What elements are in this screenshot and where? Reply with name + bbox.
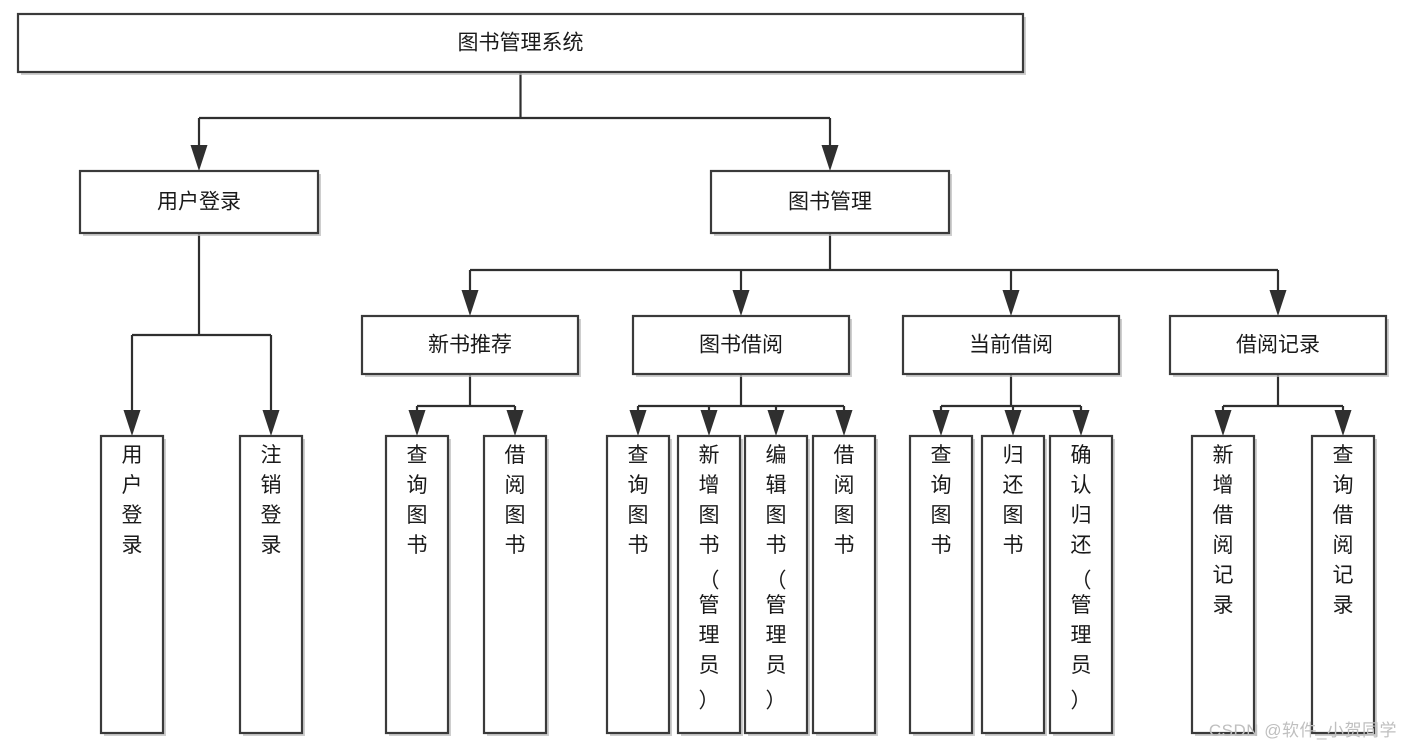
node-label: 图书管理系统 [458,32,584,55]
node-box[interactable] [631,314,851,376]
node-label: 归还图书 [1003,444,1024,557]
node-label: 确认归还（管理员） [1071,444,1092,713]
arrow-head-icon [835,410,853,436]
node-box[interactable] [1168,314,1388,376]
node-box[interactable] [811,434,877,735]
arrow-head-icon [629,410,647,436]
node-box[interactable] [1048,434,1114,735]
node-box[interactable] [1310,434,1376,735]
node-label: 用户登录 [122,444,143,557]
node-label: 当前借阅 [969,334,1053,357]
node-box[interactable] [605,434,671,735]
arrow-head-icon [1002,290,1020,316]
arrow-head-icon [461,290,479,316]
node-label: 新书推荐 [428,334,512,357]
node-borrow-record[interactable]: 借阅记录 [1168,314,1389,377]
node-leaf-borrow-book-2[interactable]: 借阅图书 [811,434,878,736]
node-label: 查询图书 [628,444,649,557]
arrow-head-icon [700,410,718,436]
node-label: 查询图书 [407,444,428,557]
node-book-borrow[interactable]: 图书借阅 [631,314,852,377]
node-label: 借阅图书 [505,444,526,557]
node-box[interactable] [384,434,450,735]
node-label: 查询借阅记录 [1333,444,1354,617]
arrow-head-icon [506,410,524,436]
connectors-layer [123,72,1352,436]
node-label: 用户登录 [157,191,241,214]
arrow-head-icon [1004,410,1022,436]
arrow-head-icon [408,410,426,436]
node-label: 新增图书（管理员） [699,444,720,713]
arrow-head-icon [123,410,141,436]
node-user-login[interactable]: 用户登录 [78,169,321,236]
arrow-head-icon [1334,410,1352,436]
connector-group-new-book-recommend [408,374,524,436]
arrow-head-icon [1269,290,1287,316]
nodes-layer: 图书管理系统用户登录图书管理新书推荐图书借阅当前借阅借阅记录用户登录注销登录查询… [16,12,1389,736]
arrow-head-icon [1214,410,1232,436]
connector-group-book-manage [461,233,1287,316]
node-label: 图书管理 [788,191,872,214]
node-leaf-add-borrow-record[interactable]: 新增借阅记录 [1190,434,1257,736]
node-leaf-logout[interactable]: 注销登录 [238,434,305,736]
node-leaf-query-book-2[interactable]: 查询图书 [605,434,672,736]
arrow-head-icon [767,410,785,436]
node-box[interactable] [709,169,951,235]
node-label: 查询图书 [931,444,952,557]
node-box[interactable] [99,434,165,735]
node-box[interactable] [676,434,742,735]
node-box[interactable] [482,434,548,735]
node-label: 编辑图书（管理员） [766,444,787,713]
node-label: 新增借阅记录 [1213,444,1234,617]
connector-group-book-borrow [629,374,853,436]
node-leaf-user-login[interactable]: 用户登录 [99,434,166,736]
node-label: 借阅记录 [1236,334,1320,357]
node-box[interactable] [980,434,1046,735]
node-box[interactable] [1190,434,1256,735]
node-label: 图书借阅 [699,334,783,357]
arrow-head-icon [1072,410,1090,436]
node-leaf-add-book[interactable]: 新增图书（管理员） [676,434,743,736]
node-leaf-query-borrow-record[interactable]: 查询借阅记录 [1310,434,1377,736]
node-current-borrow[interactable]: 当前借阅 [901,314,1122,377]
node-box[interactable] [78,169,320,235]
arrow-head-icon [821,145,839,171]
node-leaf-confirm-return[interactable]: 确认归还（管理员） [1048,434,1115,736]
node-box[interactable] [908,434,974,735]
node-leaf-edit-book[interactable]: 编辑图书（管理员） [743,434,810,736]
node-leaf-borrow-book-1[interactable]: 借阅图书 [482,434,549,736]
node-label: 注销登录 [261,444,282,557]
arrow-head-icon [732,290,750,316]
arrow-head-icon [262,410,280,436]
node-new-book-recommend[interactable]: 新书推荐 [360,314,581,377]
connector-group-root [190,72,839,171]
node-box[interactable] [901,314,1121,376]
connector-group-current-borrow [932,374,1090,436]
arrow-head-icon [932,410,950,436]
node-box[interactable] [360,314,580,376]
node-box[interactable] [743,434,809,735]
node-label: 借阅图书 [834,444,855,557]
node-leaf-query-book-3[interactable]: 查询图书 [908,434,975,736]
node-box[interactable] [238,434,304,735]
node-leaf-query-book-1[interactable]: 查询图书 [384,434,451,736]
connector-group-borrow-record [1214,374,1352,436]
node-box[interactable] [16,12,1025,74]
node-book-manage[interactable]: 图书管理 [709,169,952,236]
node-root[interactable]: 图书管理系统 [16,12,1026,75]
connector-group-user-login [123,233,280,436]
node-leaf-return-book[interactable]: 归还图书 [980,434,1047,736]
arrow-head-icon [190,145,208,171]
